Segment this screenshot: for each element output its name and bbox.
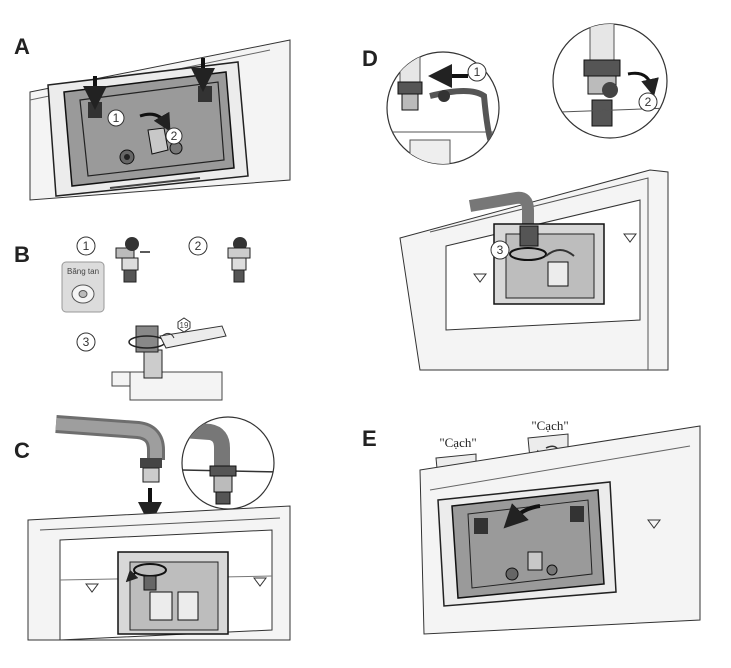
wrench-icon <box>159 325 227 349</box>
panel-c: C <box>14 415 291 641</box>
panel-c-letter: C <box>14 438 30 463</box>
rotate-arrow-icon <box>139 111 171 132</box>
panel-a: A 1 2 <box>14 34 291 201</box>
callout-3: 3 <box>83 335 90 349</box>
panel-b: B 1 2 3 Băng tan <box>14 236 251 401</box>
valve-icon <box>115 237 150 283</box>
rotate-arrow-icon <box>627 71 659 97</box>
callout-1: 1 <box>83 239 90 253</box>
valve-icon <box>227 237 251 283</box>
panel-d: D 1 2 <box>362 23 669 371</box>
wrench-size: 19 <box>180 321 189 330</box>
rotate-arrow-icon <box>509 247 547 261</box>
panel-d-letter: D <box>362 46 378 71</box>
callout-1: 1 <box>474 65 481 79</box>
push-arrow-icon <box>503 503 541 529</box>
callout-2: 2 <box>195 239 202 253</box>
tape-label: Băng tan <box>67 267 99 276</box>
callout-2: 2 <box>645 95 652 109</box>
callout-1: 1 <box>113 111 120 125</box>
flex-hose <box>545 249 575 257</box>
callout-3: 3 <box>497 243 504 257</box>
mounting-plate <box>451 489 605 599</box>
panel-a-letter: A <box>14 34 30 59</box>
sound-label: "Cạch" <box>439 435 476 450</box>
callout-2: 2 <box>171 129 178 143</box>
valve-icon <box>135 325 159 353</box>
water-pipe <box>468 191 534 226</box>
panel-e: E "Cạch" "Cạch" <box>362 418 701 635</box>
sound-label: "Cạch" <box>531 418 568 433</box>
panel-b-letter: B <box>14 242 30 267</box>
panel-e-letter: E <box>362 426 377 451</box>
